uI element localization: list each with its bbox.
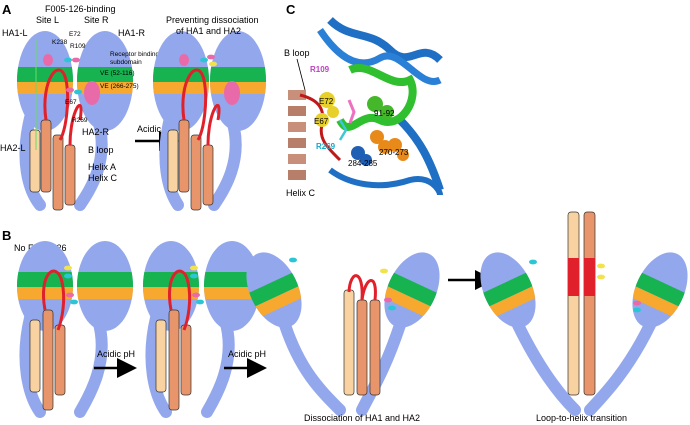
residue-2c bbox=[209, 61, 217, 67]
c-range1-label: 91-92 bbox=[374, 109, 395, 118]
r109-label: R109 bbox=[70, 43, 86, 50]
acidic-label-b1: Acidic pH bbox=[97, 349, 135, 359]
e72-label: E72 bbox=[69, 31, 81, 38]
site-r-label: Site R bbox=[84, 15, 109, 25]
ha2-r-label: HA2-R bbox=[82, 127, 110, 137]
c-r109-label: R109 bbox=[310, 65, 330, 74]
ha1-r-domain bbox=[77, 31, 133, 131]
acidic-label-b2: Acidic pH bbox=[228, 349, 266, 359]
residue-2b bbox=[207, 54, 215, 60]
panel-c-label: C bbox=[286, 2, 296, 17]
c-e72-label: E72 bbox=[319, 97, 334, 106]
caption-dissociation: Dissociation of HA1 and HA2 bbox=[304, 413, 420, 423]
ha2-l-helix-a bbox=[40, 119, 52, 193]
prevent-label-1: Preventing dissociation bbox=[166, 15, 259, 25]
helix-2a bbox=[167, 129, 179, 193]
residue-2a bbox=[200, 57, 208, 63]
e67-label: E67 bbox=[65, 99, 77, 106]
ha1-r-tail bbox=[74, 114, 108, 211]
ha2-l-label: HA2-L bbox=[0, 143, 26, 153]
compound-stick-cyan bbox=[338, 119, 348, 141]
rbs-label-1: Receptor binding bbox=[110, 51, 160, 58]
ribbon-blue-2 bbox=[317, 28, 442, 85]
ha2-l-helix-c bbox=[29, 129, 41, 193]
state-1 bbox=[17, 241, 133, 418]
site-l-compound-2 bbox=[179, 54, 189, 66]
state-4 bbox=[473, 211, 690, 416]
c-r269-label: R269 bbox=[316, 142, 336, 151]
helix-a-label: Helix A bbox=[88, 162, 116, 172]
rbs-label-2: subdomain bbox=[110, 59, 142, 66]
ha2-r-helix-c bbox=[64, 144, 76, 206]
panel-b-label: B bbox=[2, 228, 11, 243]
ha1-r-label: HA1-R bbox=[118, 28, 146, 38]
ha1-l-label: HA1-L bbox=[2, 28, 28, 38]
ribbon-blue-1 bbox=[327, 17, 443, 64]
panel-c: C bbox=[284, 2, 444, 202]
compound-binding-title: F005-126-binding bbox=[45, 4, 116, 14]
residue-e72 bbox=[72, 57, 80, 63]
helix-2c bbox=[190, 134, 202, 211]
helix-c-coil bbox=[288, 90, 306, 180]
acidic-label-a: Acidic pH bbox=[137, 124, 175, 134]
site-l-compound bbox=[43, 54, 53, 66]
site-l-label: Site L bbox=[36, 15, 59, 25]
prevent-label-2: of HA1 and HA2 bbox=[176, 26, 241, 36]
blue-residues bbox=[351, 146, 372, 166]
caption-transition: Loop-to-helix transition bbox=[536, 413, 627, 423]
compound-stick-pink bbox=[347, 99, 356, 124]
ribbon-green bbox=[336, 64, 417, 131]
helix-c-label: Helix C bbox=[88, 173, 118, 183]
ha2-r-helix-a bbox=[52, 134, 64, 211]
ve2-label: VE (266-275) bbox=[100, 83, 139, 90]
c-b-loop-pointer bbox=[296, 58, 306, 91]
panel-a-label: A bbox=[2, 2, 12, 17]
b-loop-left bbox=[43, 68, 70, 141]
ha1-l-domain-2 bbox=[153, 31, 209, 131]
r269-label: R269 bbox=[72, 117, 88, 124]
structure-frame bbox=[284, 20, 440, 202]
green-residues bbox=[367, 96, 394, 119]
k238-label: K238 bbox=[52, 39, 68, 46]
residue-k238 bbox=[64, 57, 72, 63]
panel-a: A F005-126-binding Site L Site R HA1-L H… bbox=[0, 2, 266, 211]
ha1-r-tail-2 bbox=[208, 114, 242, 211]
ribbon-blue-4 bbox=[328, 167, 443, 196]
ha1-l-tail bbox=[19, 112, 46, 211]
state-3 bbox=[239, 252, 451, 416]
c-range2-label: 270-273 bbox=[379, 148, 409, 157]
b-loop-2a bbox=[181, 68, 208, 141]
helix-2b bbox=[178, 119, 190, 193]
c-e67-label: E67 bbox=[314, 117, 329, 126]
ha1-l-tail-2 bbox=[159, 112, 184, 211]
b-loop-right bbox=[68, 104, 83, 146]
yellow-residues bbox=[315, 92, 339, 127]
b-loop-2b bbox=[206, 104, 221, 146]
c-helix-c-label: Helix C bbox=[286, 188, 316, 198]
helix-2d bbox=[202, 144, 214, 206]
c-b-loop-label: B loop bbox=[284, 48, 310, 58]
site-r-compound bbox=[84, 81, 100, 105]
residue-e67 bbox=[66, 87, 74, 93]
ve1-label: VE (52-116) bbox=[100, 70, 135, 77]
residue-r269 bbox=[74, 89, 82, 95]
state-2 bbox=[143, 241, 260, 418]
orange-residues bbox=[370, 130, 409, 161]
panel-b: B No F005-126 Acidic pH bbox=[2, 211, 690, 423]
ribbon-blue-3 bbox=[397, 117, 444, 192]
site-r-compound-2 bbox=[224, 81, 240, 105]
c-range3-label: 284-285 bbox=[348, 159, 378, 168]
b-loop-label: B loop bbox=[88, 145, 114, 155]
